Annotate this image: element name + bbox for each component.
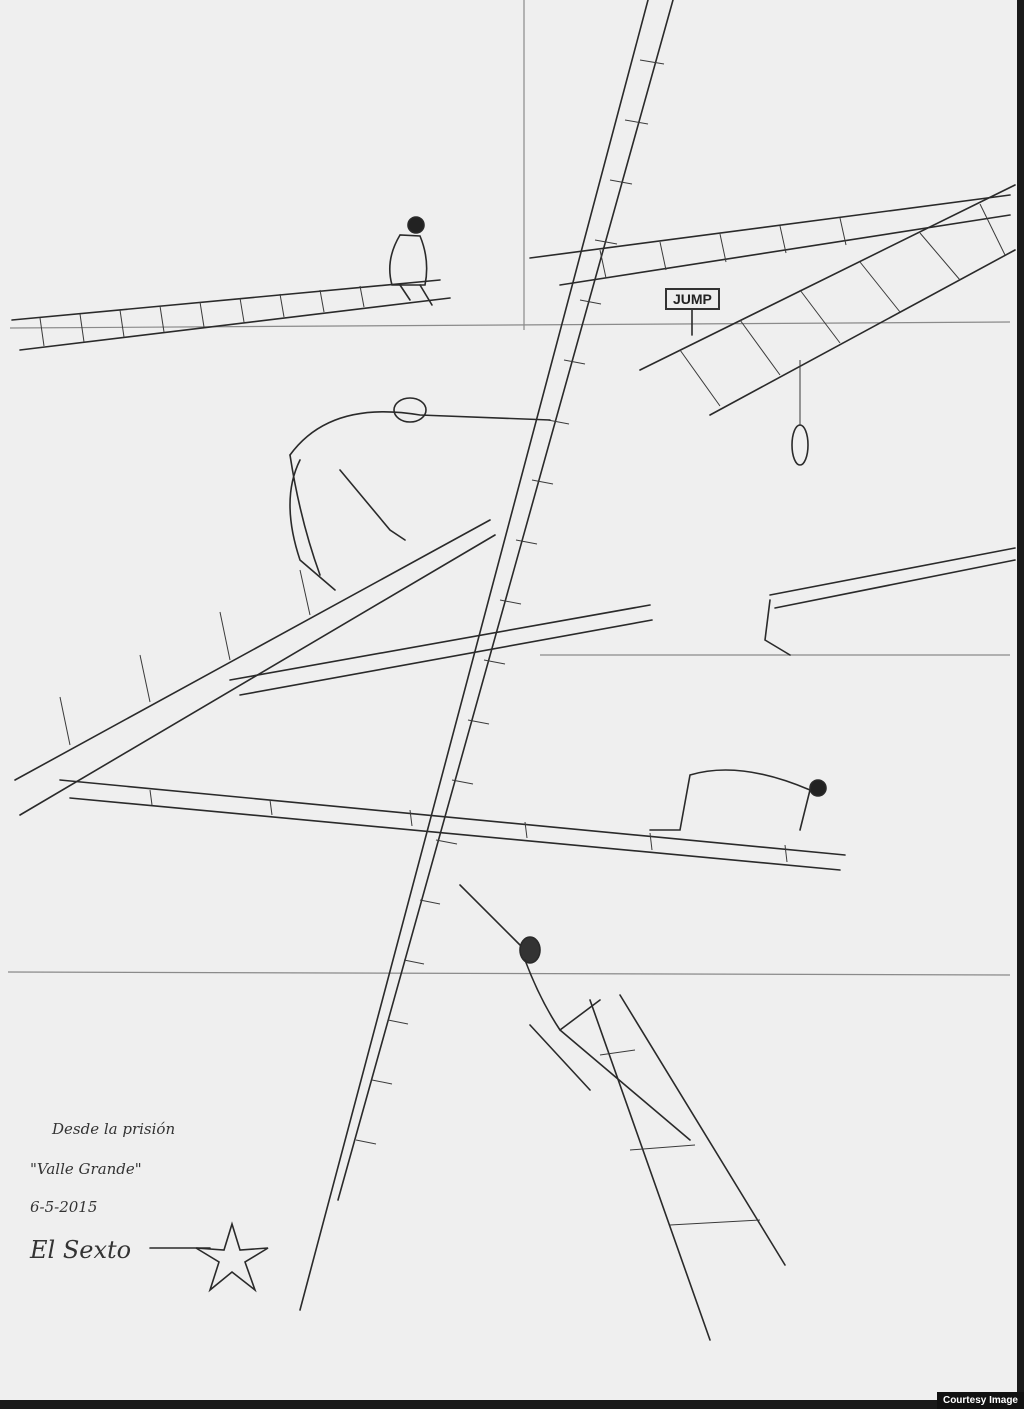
reaching-figure xyxy=(459,884,691,1141)
seated-figure-top xyxy=(389,216,433,306)
top-right-diagonal-ladder xyxy=(639,184,1016,466)
scan-border-right xyxy=(1017,0,1024,1409)
pulley-icon xyxy=(791,424,809,466)
mid-right-ladder-fragment xyxy=(764,547,1016,656)
fold-line-bottom xyxy=(7,971,1011,976)
annotation-prison-name: "Valle Grande" xyxy=(30,1160,142,1178)
bottom-right-ladder xyxy=(589,994,786,1341)
mid-horizontal-ladder xyxy=(229,604,653,696)
top-right-horizontal-ladder xyxy=(529,194,1011,286)
annotation-date: 6-5-2015 xyxy=(30,1198,98,1216)
mid-left-ladder xyxy=(14,519,496,816)
fold-line-top xyxy=(9,321,1011,329)
annotation-location: Desde la prisión xyxy=(52,1120,176,1138)
lower-horizontal-ladder xyxy=(59,779,846,871)
central-tall-ladder xyxy=(299,0,674,1311)
image-credit: Courtesy Image xyxy=(936,1392,1024,1409)
climbing-figure-mid xyxy=(289,397,551,591)
scan-border-bottom xyxy=(0,1400,1024,1409)
artist-signature: El Sexto xyxy=(30,1236,132,1264)
star-icon xyxy=(195,1221,269,1293)
crawling-figure xyxy=(649,769,827,831)
top-left-ladder xyxy=(11,279,451,351)
jump-sign: JUMP xyxy=(665,288,720,310)
